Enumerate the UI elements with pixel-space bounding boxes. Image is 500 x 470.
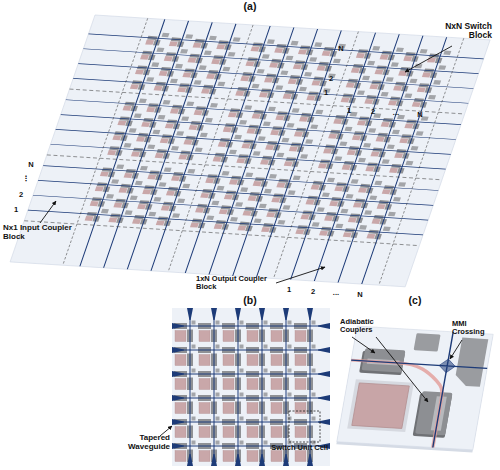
leader-arrow bbox=[405, 46, 452, 72]
port-number: N bbox=[24, 161, 38, 169]
mmi-crossing bbox=[438, 359, 456, 374]
port-number: N bbox=[334, 45, 348, 53]
port-number: 2 bbox=[366, 108, 380, 116]
port-number: 1 bbox=[319, 89, 333, 97]
port-number: 1 bbox=[342, 107, 356, 115]
leader-lines bbox=[40, 46, 462, 436]
leader-arrow bbox=[376, 337, 428, 402]
chip-plane bbox=[172, 308, 330, 466]
block-boundary bbox=[10, 15, 490, 287]
callout-label: NxN Switch Block bbox=[428, 22, 492, 41]
coupler-block bbox=[415, 391, 453, 435]
leader-arrow bbox=[40, 201, 56, 223]
tapered-waveguide bbox=[187, 308, 313, 320]
waveguide bbox=[80, 19, 447, 284]
port-number: ... bbox=[327, 289, 345, 297]
callout-label: Tapered Waveguide bbox=[116, 434, 170, 452]
chip-plane bbox=[10, 15, 490, 287]
port-number: 2 bbox=[324, 75, 338, 83]
port-number: 2 bbox=[14, 191, 28, 199]
panel-label: (c) bbox=[401, 295, 429, 307]
callout-label: Switch Unit Cell bbox=[268, 444, 328, 452]
heater-pad bbox=[352, 383, 410, 429]
coupler-block bbox=[414, 333, 441, 351]
port-number: ... bbox=[387, 109, 405, 117]
port-number: 2 bbox=[306, 288, 320, 296]
tapered-waveguide bbox=[172, 323, 184, 449]
light-path bbox=[337, 360, 447, 447]
panel-label: (a) bbox=[235, 1, 265, 13]
waveguide bbox=[28, 34, 484, 235]
callout-label: MMI Crossing bbox=[452, 320, 496, 337]
waveguide bbox=[337, 326, 493, 450]
heater-base bbox=[347, 379, 414, 432]
waveguide bbox=[172, 308, 330, 466]
fabric-plane bbox=[10, 15, 490, 287]
port-number: N bbox=[413, 111, 427, 119]
leader-arrow bbox=[352, 337, 375, 353]
unit-cell-3d bbox=[336, 326, 493, 452]
port-number: 1 bbox=[282, 286, 296, 294]
tapered-waveguide bbox=[187, 454, 313, 466]
panel-label: (b) bbox=[236, 295, 264, 307]
callout-label: Adiabatic Couplers bbox=[340, 318, 386, 335]
port-number: ⋮ bbox=[19, 175, 33, 183]
port-number: 1 bbox=[9, 206, 23, 214]
callout-label: 1xN Output Coupler Block bbox=[196, 275, 278, 292]
callout-label: Nx1 Input Coupler Block bbox=[3, 224, 77, 242]
port-number: N bbox=[353, 291, 367, 299]
leader-arrow bbox=[450, 340, 462, 359]
chip-plane bbox=[337, 326, 493, 450]
leader-arrow bbox=[276, 267, 325, 283]
unit-cell-outline bbox=[289, 411, 320, 442]
